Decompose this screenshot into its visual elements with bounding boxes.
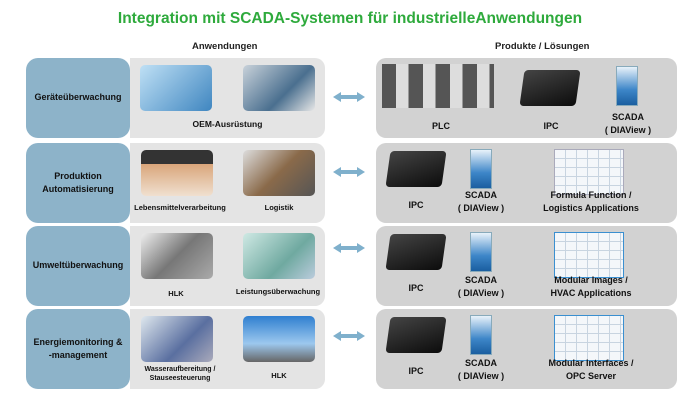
scada-box-image xyxy=(470,149,492,189)
applications-panel: OEM-Ausrüstung xyxy=(130,58,325,138)
logistics-photo xyxy=(243,150,315,196)
applications-panel: Lebensmittelverarbeitung Logistik xyxy=(130,143,325,223)
hvac-photo xyxy=(141,233,213,279)
header-products: Produkte / Lösungen xyxy=(495,41,590,52)
hvac-plant-photo xyxy=(243,316,315,362)
oem-photo-2 xyxy=(243,65,315,111)
product-label: Modular Interfaces / OPC Server xyxy=(548,358,634,381)
food-processing-photo xyxy=(141,150,213,196)
app-label: Logistik xyxy=(264,203,294,212)
product-label: IPC xyxy=(543,121,559,131)
product-label: PLC xyxy=(432,121,450,131)
app-label: HLK xyxy=(168,289,184,298)
products-panel: PLC IPC SCADA ( DIAView ) xyxy=(376,58,677,138)
category-label: Produktion Automatisierung xyxy=(26,143,130,223)
scada-box-image xyxy=(470,315,492,355)
product-label: SCADA ( DIAView ) xyxy=(457,190,505,213)
app-label: HLK xyxy=(271,371,287,380)
product-label: IPC xyxy=(408,283,424,293)
bidirectional-arrow-icon xyxy=(333,167,365,177)
product-label: SCADA ( DIAView ) xyxy=(457,275,505,298)
scada-box-image xyxy=(470,232,492,272)
app-label: Wasseraufbereitung / Stauseesteuerung xyxy=(144,366,216,383)
products-panel: IPC SCADA ( DIAView ) Formula Function /… xyxy=(376,143,677,223)
row-device-monitoring: Geräteüberwachung OEM-Ausrüstung PLC IPC… xyxy=(0,58,700,138)
header-applications: Anwendungen xyxy=(192,41,258,52)
power-monitoring-photo xyxy=(243,233,315,279)
ipc-image xyxy=(385,234,447,270)
bidirectional-arrow-icon xyxy=(333,243,365,253)
applications-panel: Wasseraufbereitung / Stauseesteuerung HL… xyxy=(130,309,325,389)
app-label: Lebensmittelverarbeitung xyxy=(134,203,226,212)
products-panel: IPC SCADA ( DIAView ) Modular Interfaces… xyxy=(376,309,677,389)
bidirectional-arrow-icon xyxy=(333,92,365,102)
opc-screen-image xyxy=(554,315,624,361)
category-label: Umweltüberwachung xyxy=(26,226,130,306)
category-label: Energiemonitoring & -management xyxy=(26,309,130,389)
row-production-automation: Produktion Automatisierung Lebensmittelv… xyxy=(0,143,700,223)
plc-image xyxy=(382,64,494,108)
category-label: Geräteüberwachung xyxy=(26,58,130,138)
page-title: Integration mit SCADA-Systemen für indus… xyxy=(117,10,583,27)
app-label: Leistungsüberwachung xyxy=(235,287,321,296)
row-energy-management: Energiemonitoring & -management Wasserau… xyxy=(0,309,700,389)
product-label: IPC xyxy=(408,200,424,210)
ipc-image xyxy=(519,70,581,106)
app-label: OEM-Ausrüstung xyxy=(192,119,263,129)
ipc-image xyxy=(385,151,447,187)
products-panel: IPC SCADA ( DIAView ) Modular Images / H… xyxy=(376,226,677,306)
bidirectional-arrow-icon xyxy=(333,331,365,341)
formula-screen-image xyxy=(554,149,624,195)
product-label: Modular Images / HVAC Applications xyxy=(550,275,632,298)
product-label: SCADA ( DIAView ) xyxy=(604,112,652,135)
product-label: SCADA ( DIAView ) xyxy=(457,358,505,381)
oem-photo-1 xyxy=(140,65,212,111)
ipc-image xyxy=(385,317,447,353)
applications-panel: HLK Leistungsüberwachung xyxy=(130,226,325,306)
product-label: Formula Function / Logistics Application… xyxy=(543,190,639,213)
water-treatment-photo xyxy=(141,316,213,362)
hvac-screen-image xyxy=(554,232,624,278)
scada-box-image xyxy=(616,66,638,106)
product-label: IPC xyxy=(408,366,424,376)
row-environment-monitoring: Umweltüberwachung HLK Leistungsüberwachu… xyxy=(0,226,700,306)
